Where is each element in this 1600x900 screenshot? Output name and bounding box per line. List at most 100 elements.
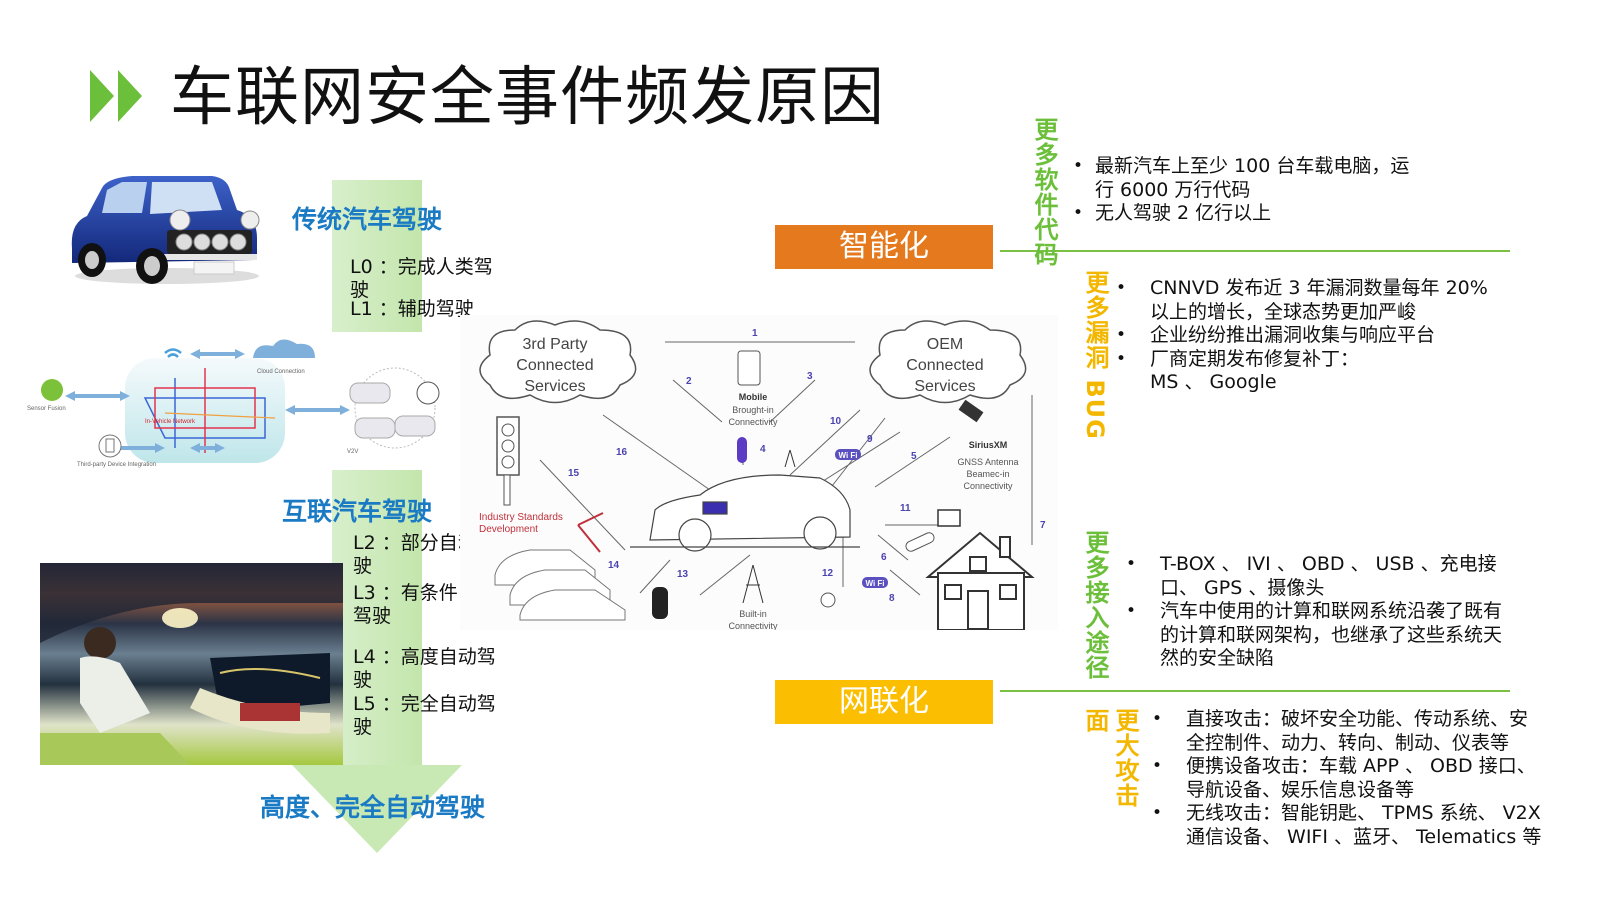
mobile-label: Mobile [739,392,768,402]
connection-number: 3 [807,371,813,382]
bullet-text: 厂商定期发布修复补丁： MS 、 Google [1150,347,1360,394]
siriusxm-logo: SiriusXM [969,440,1008,450]
other-cars-icon [494,549,626,621]
level-l5: L5 ：完全自动驾驶 [353,693,496,738]
bullet-item: •无线攻击：智能钥匙、 TPMS 系统、 V2X 通信设备、 WIFI 、蓝牙、… [1152,802,1542,848]
bullet-list-access: •T-BOX 、 IVI 、 OBD 、 USB 、充电接口、 GPS 、摄像头… [1126,553,1505,671]
progress-arrow-head [292,765,462,853]
gnss-label: Connectivity [963,481,1013,491]
cloud-label: 3rd Party [523,336,588,353]
stage-title-traditional: 传统汽车驾驶 [292,205,443,234]
industry-standards-label: Development [479,524,538,535]
builtin-label: Connectivity [728,621,778,630]
level-l4: L4 ：高度自动驾驶 [353,646,496,691]
divider-line [1000,250,1510,252]
bullet-item: •T-BOX 、 IVI 、 OBD 、 USB 、充电接口、 GPS 、摄像头 [1126,553,1497,599]
bullet-item: •无人驾驶 2 亿行以上 [1073,202,1272,224]
network-pill: 网联化 [775,680,993,724]
divider-line [1000,690,1510,692]
connection-number: 13 [677,569,689,580]
bullet-item: •直接攻击：破坏安全功能、传动系统、安全控制件、动力、转向、制动、仪表等 [1152,708,1529,754]
cloud-label: Connected [906,357,983,374]
connection-number: 6 [881,552,887,563]
key-fob-icon [652,587,668,619]
bullet-list-attack: •直接攻击：破坏安全功能、传动系统、安全控制件、动力、转向、制动、仪表等 •便携… [1152,708,1546,849]
progress-bar-top [332,180,422,332]
cloud-label: Connected [516,357,593,374]
connected-car-icon [630,474,860,552]
connection-number: 10 [830,416,842,427]
cloud-label: OEM [927,336,963,353]
connection-number: 16 [616,447,628,458]
progress-bar-bottom [332,470,422,765]
bullet-text: 无线攻击：智能钥匙、 TPMS 系统、 V2X 通信设备、 WIFI 、蓝牙、 … [1186,802,1542,848]
usb-icon [905,532,935,552]
sensor-fusion-label: Sensor Fusion [27,406,66,412]
connection-number: 4 [760,444,766,455]
side-label-more-code: 更多软件代码 [1030,117,1058,267]
bullet-text: 直接攻击：破坏安全功能、传动系统、安全控制件、动力、转向、制动、仪表等 [1186,708,1529,754]
bullet-list-code: •最新汽车上至少 100 台车载电脑，运行 6000 万行代码 •无人驾驶 2 … [1073,155,1425,226]
connection-number: 12 [822,568,834,579]
bullet-text: 便携设备攻击：车载 APP 、 OBD 接口、导航设备、娱乐信息设备等 [1186,755,1536,801]
connection-number: 14 [608,560,620,571]
bullet-item: •CNNVD 发布近 3 年漏洞数量每年 20% 以上的增长，全球态势更加严峻 [1116,277,1488,323]
cell-tower-icon [742,564,764,604]
bullet-text: CNNVD 发布近 3 年漏洞数量每年 20% 以上的增长，全球态势更加严峻 [1150,277,1488,323]
bullet-text: 无人驾驶 2 亿行以上 [1095,202,1272,224]
connection-number: 7 [1040,520,1046,531]
house-icon [925,531,1035,631]
wifi-label: Wi Fi [865,579,884,588]
connection-number: 15 [568,468,580,479]
bullet-list-bugs: •CNNVD 发布近 3 年漏洞数量每年 20% 以上的增长，全球态势更加严峻 … [1116,277,1500,395]
autonomous-interior-image [40,563,343,765]
wifi-icon [835,449,861,460]
bullet-text: 汽车中使用的计算和联网系统沿袭了既有的计算和联网架构，也继承了这些系统天然的安全… [1160,600,1503,669]
side-label-attack-surface-2: 面 [1081,708,1109,733]
bullet-item: •便携设备攻击：车载 APP 、 OBD 接口、导航设备、娱乐信息设备等 [1152,755,1536,801]
gnss-label: GNSS Antenna [957,457,1018,467]
connection-number: 8 [889,593,895,604]
bullet-item: •汽车中使用的计算和联网系统沿袭了既有的计算和联网架构，也继承了这些系统天然的安… [1126,600,1503,669]
oem-cloud-icon [869,320,1027,404]
gnss-label: Beamec-in [966,469,1009,479]
connection-number: 2 [686,376,692,387]
smart-pill: 智能化 [775,225,993,269]
wifi-icon [862,577,888,588]
bullet-text: 企业纷纷推出漏洞收集与响应平台 [1150,324,1436,346]
connection-number: 9 [867,434,873,445]
bullet-text: T-BOX 、 IVI 、 OBD 、 USB 、充电接口、 GPS 、摄像头 [1160,553,1497,599]
mobile-phone-icon [737,350,761,386]
stage-title-connected: 互联汽车驾驶 [282,497,433,526]
bluetooth-icon [737,437,747,463]
builtin-label: Built-in [739,609,767,619]
level-l0: L0 ：完成人类驾驶 [350,256,493,301]
wifi-label: Wi Fi [838,451,857,460]
double-chevron-icon [90,70,142,122]
side-label-more-access: 更多接入途径 [1081,530,1109,680]
third-party-device-label: Third-party Device Integration [77,462,156,468]
satellite-icon [958,399,984,423]
side-label-attack-surface-1: 更大攻击 [1111,708,1139,808]
connection-number: 5 [911,451,917,462]
side-label-more-bugs: 更多漏洞 BUG [1081,270,1109,440]
bullet-item: •厂商定期发布修复补丁： MS 、 Google [1116,347,1360,394]
connection-number: 11 [900,503,911,514]
level-l1: L1 ：辅助驾驶 [350,298,474,320]
classic-car-image [71,176,260,284]
cloud-label: Services [524,378,585,395]
antenna-icon [784,449,796,468]
industry-standards-label: Industry Standards [479,512,563,523]
connected-car-diagram: In-Vehicle Network Cloud Connection Sens… [25,338,445,473]
page-title: 车联网安全事件频发原因 [170,61,885,135]
in-vehicle-network-label: In-Vehicle Network [145,419,196,425]
third-party-cloud-icon [479,320,637,404]
traffic-light-icon [496,416,520,476]
charger-icon [820,592,836,608]
bullet-text: 最新汽车上至少 100 台车载电脑，运行 6000 万行代码 [1095,155,1410,201]
connectivity-diagram: 3rd Party Connected Services OEM Connect… [460,315,1058,631]
cloud-label: Services [914,378,975,395]
cloud-connection-label: Cloud Connection [257,369,305,375]
camera-icon [937,509,961,527]
bullet-item: •最新汽车上至少 100 台车载电脑，运行 6000 万行代码 [1073,155,1410,201]
